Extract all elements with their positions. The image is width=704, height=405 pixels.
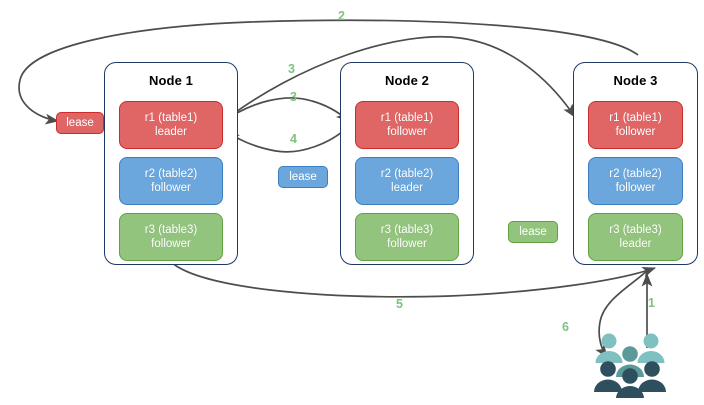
- replica-role: leader: [619, 238, 652, 250]
- replica-node1-r3[interactable]: r3 (table3) follower: [119, 213, 223, 261]
- step-label-6: 6: [562, 320, 569, 334]
- lease-badge-blue[interactable]: lease: [278, 166, 328, 188]
- replica-name: r3 (table3): [609, 224, 662, 236]
- replica-node3-r2[interactable]: r2 (table2) follower: [588, 157, 683, 205]
- arrow-step-3-to-node2: [220, 97, 350, 124]
- node-title-3: Node 3: [613, 73, 658, 88]
- replica-role: follower: [615, 126, 656, 138]
- replica-name: r3 (table3): [144, 224, 198, 236]
- step-label-2: 2: [338, 9, 345, 23]
- replica-name: r1 (table1): [144, 112, 198, 124]
- replica-node2-r3[interactable]: r3 (table3) follower: [355, 213, 459, 261]
- step-label-3b: 3: [290, 90, 297, 104]
- lease-badge-green[interactable]: lease: [508, 221, 558, 243]
- replica-name: r2 (table2): [380, 168, 434, 180]
- node-container-2[interactable]: Node 2 r1 (table1) follower r2 (table2) …: [340, 62, 474, 265]
- step-label-1: 1: [648, 296, 655, 310]
- client-group[interactable]: [592, 332, 668, 399]
- node-title-2: Node 2: [385, 73, 429, 88]
- people-group-icon: [594, 333, 666, 399]
- replica-name: r1 (table1): [609, 112, 662, 124]
- node-container-1[interactable]: Node 1 r1 (table1) leader r2 (table2) fo…: [104, 62, 238, 265]
- replica-node1-r1[interactable]: r1 (table1) leader: [119, 101, 223, 149]
- replica-node2-r1[interactable]: r1 (table1) follower: [355, 101, 459, 149]
- step-label-4: 4: [290, 132, 297, 146]
- replica-role: follower: [387, 126, 427, 138]
- step-label-3a: 3: [288, 62, 295, 76]
- node-container-3[interactable]: Node 3 r1 (table1) follower r2 (table2) …: [573, 62, 698, 265]
- lease-badge-red[interactable]: lease: [56, 112, 104, 134]
- replica-name: r2 (table2): [144, 168, 198, 180]
- replica-name: r3 (table3): [380, 224, 434, 236]
- replica-role: follower: [151, 238, 191, 250]
- arrow-step-4: [226, 125, 350, 153]
- replica-role: follower: [151, 182, 191, 194]
- replica-role: follower: [615, 182, 656, 194]
- node-title-1: Node 1: [149, 73, 193, 88]
- replica-node3-r1[interactable]: r1 (table1) follower: [588, 101, 683, 149]
- replica-role: leader: [155, 126, 187, 138]
- step-label-5: 5: [396, 297, 403, 311]
- replica-name: r2 (table2): [609, 168, 662, 180]
- replica-node1-r2[interactable]: r2 (table2) follower: [119, 157, 223, 205]
- replica-node2-r2[interactable]: r2 (table2) leader: [355, 157, 459, 205]
- replica-name: r1 (table1): [380, 112, 434, 124]
- replica-role: leader: [391, 182, 423, 194]
- replica-role: follower: [387, 238, 427, 250]
- arrow-step-5: [170, 261, 656, 298]
- replica-node3-r3[interactable]: r3 (table3) leader: [588, 213, 683, 261]
